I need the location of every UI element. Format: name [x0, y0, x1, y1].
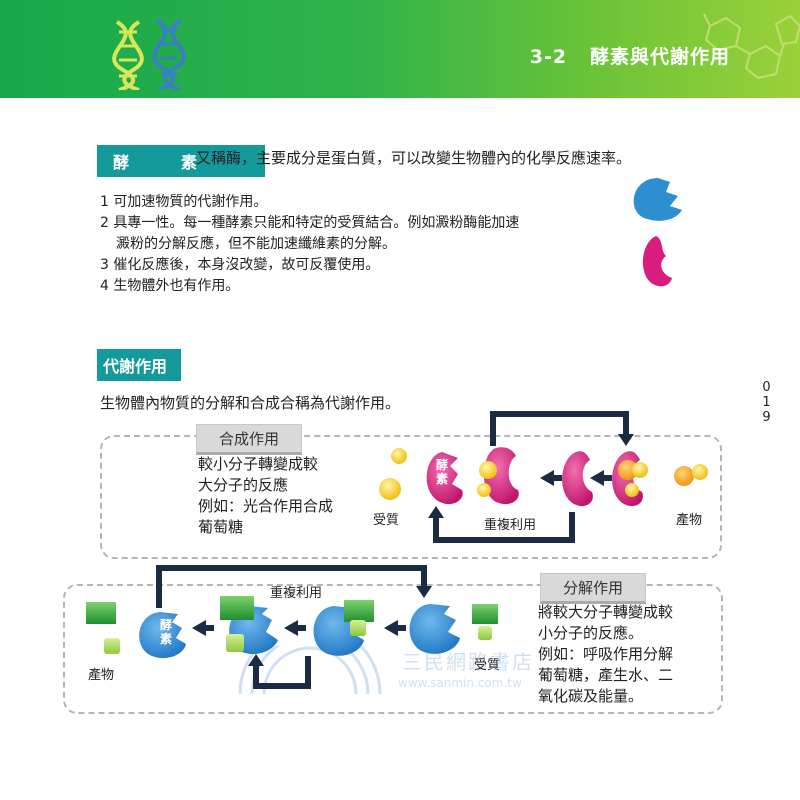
section-number: 3-2: [529, 46, 568, 68]
substrate-ball: [477, 483, 491, 497]
point-2-cont: 澱粉的分解反應，但不能加速纖維素的分解。: [116, 236, 396, 252]
substrate-ball: [379, 478, 401, 500]
watermark-url: www.sanmin.com.tw: [398, 676, 522, 690]
synthesis-product-label: 產物: [676, 513, 703, 528]
arrowhead: [540, 470, 554, 486]
metabolism-tag: 代謝作用: [97, 349, 181, 381]
synthesis-substrate-label: 受質: [373, 513, 400, 528]
decomposition-substrate-label: 受質: [474, 658, 501, 673]
product-rect: [220, 596, 254, 620]
arrow-shaft: [552, 475, 562, 481]
blue-enzyme-icon: [633, 178, 682, 221]
dna-icon: [112, 18, 186, 90]
point-3: 3 催化反應後，本身沒改變，故可反覆使用。: [100, 257, 380, 273]
header-banner: 3-2 酵素與代謝作用: [0, 0, 800, 98]
arrowhead: [416, 586, 432, 598]
synthesis-reuse-label: 重複利用: [484, 518, 537, 533]
arrow-shaft: [204, 625, 214, 631]
molecule-icon: [703, 13, 800, 80]
reuse-arrow-bottom: [253, 656, 311, 689]
substrate-rect: [472, 604, 498, 624]
point-2: 2 具專一性。每一種酵素只能和特定的受質結合。例如澱粉酶能加速: [100, 215, 520, 231]
reuse-arrow-top: [156, 565, 427, 608]
magenta-enzyme-icon: [426, 452, 463, 505]
product-square: [226, 634, 244, 652]
arrow-shaft: [602, 475, 612, 481]
synthesis-tag: 合成作用: [196, 424, 303, 455]
page-number: 019: [759, 380, 774, 425]
magenta-enzyme-icon: [642, 236, 672, 287]
reuse-arrow-top: [490, 411, 629, 446]
section-title: 酵素與代謝作用: [589, 46, 730, 68]
substrate-rect: [344, 600, 374, 622]
arrowhead: [428, 506, 444, 518]
synthesis-desc: 較小分子轉變成較 大分子的反應 例如：光合作用合成 葡萄糖: [198, 455, 334, 536]
arrowhead: [192, 620, 206, 636]
arrow-shaft: [296, 625, 306, 631]
decomposition-tag: 分解作用: [540, 573, 647, 604]
point-1: 1 可加速物質的代謝作用。: [100, 194, 268, 210]
enzyme-illustrations: [633, 178, 682, 287]
synthesis-enzyme-label: 酵 素: [436, 458, 449, 486]
substrate-ball: [391, 448, 407, 464]
magenta-enzyme-icon: [483, 447, 519, 505]
product-ball: [674, 466, 694, 486]
arrowhead: [248, 654, 264, 666]
enzyme-tag: 酵 素: [97, 145, 265, 177]
product-ball: [632, 462, 648, 478]
product-square: [104, 638, 120, 654]
magenta-enzyme-icon: [562, 451, 593, 507]
metabolism-intro: 生物體內物質的分解和合成合稱為代謝作用。: [100, 394, 401, 412]
substrate-ball: [479, 461, 497, 479]
blue-enzyme-icon: [409, 604, 460, 654]
arrowhead: [284, 620, 298, 636]
synthesis-box: [100, 435, 722, 559]
decomposition-product-label: 產物: [88, 668, 115, 683]
arrowhead: [618, 434, 634, 446]
enzyme-points: 1 可加速物質的代謝作用。 2 具專一性。每一種酵素只能和特定的受質結合。例如澱…: [100, 192, 620, 297]
product-ball: [692, 464, 708, 480]
reuse-arrow-bottom: [433, 512, 575, 543]
substrate-square: [350, 620, 366, 636]
product-ball: [618, 460, 638, 480]
decomposition-enzyme-label: 酵 素: [160, 618, 173, 646]
arrowhead: [590, 470, 604, 486]
substrate-square: [478, 626, 492, 640]
watermark-name: 三民網路書店: [402, 650, 534, 674]
enzyme-intro: 又稱酶，主要成分是蛋白質，可以改變生物體內的化學反應速率。: [196, 149, 632, 167]
page-title: 3-2 酵素與代謝作用: [530, 42, 730, 69]
product-ball: [625, 483, 639, 497]
watermark: 三民網路書店 www.sanmin.com.tw: [230, 640, 560, 700]
product-rect: [86, 602, 116, 624]
decomposition-reuse-label: 重複利用: [270, 586, 323, 601]
arrowhead: [384, 620, 398, 636]
decomposition-box: [63, 584, 723, 714]
arrow-shaft: [396, 625, 406, 631]
decomposition-desc: 將較大分子轉變成較 小分子的反應。 例如：呼吸作用分解 葡萄糖，產生水、二 氧化…: [538, 603, 674, 705]
point-4: 4 生物體外也有作用。: [100, 278, 240, 294]
blue-enzyme-icon: [139, 612, 186, 659]
